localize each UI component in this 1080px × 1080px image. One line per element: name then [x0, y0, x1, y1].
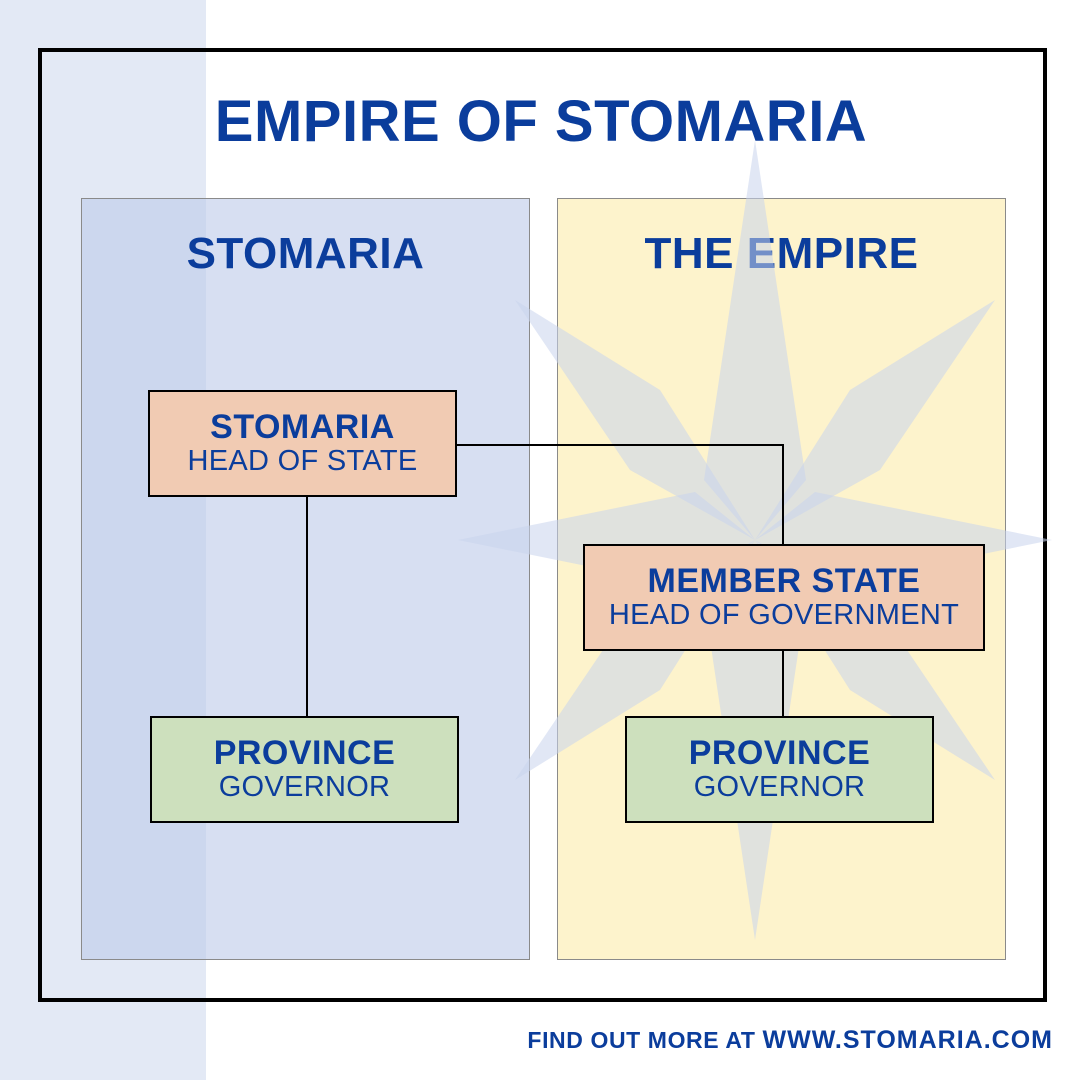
box-right-province-name: PROVINCE: [688, 733, 871, 772]
box-left-province-role: GOVERNOR: [218, 770, 391, 803]
box-member-state-name: MEMBER STATE: [647, 561, 921, 600]
panel-heading-the-empire: THE EMPIRE: [644, 229, 919, 278]
box-left-province-name: PROVINCE: [213, 733, 396, 772]
footer-url-link[interactable]: WWW.STOMARIA.COM: [762, 1026, 1053, 1054]
panel-heading-stomaria: STOMARIA: [186, 229, 425, 278]
box-right-province-role: GOVERNOR: [693, 770, 866, 803]
box-stomaria-name: STOMARIA: [210, 407, 395, 446]
box-stomaria-head-of-state: STOMARIA HEAD OF STATE: [148, 390, 457, 497]
box-member-state-role: HEAD OF GOVERNMENT: [608, 598, 960, 631]
box-member-state-head-of-government: MEMBER STATE HEAD OF GOVERNMENT: [583, 544, 985, 651]
footer-prefix: FIND OUT MORE AT: [527, 1027, 756, 1053]
footer-promo: FIND OUT MORE AT WWW.STOMARIA.COM: [527, 1026, 1053, 1055]
page-title: EMPIRE OF STOMARIA: [214, 89, 868, 154]
box-right-province-governor: PROVINCE GOVERNOR: [625, 716, 934, 823]
box-left-province-governor: PROVINCE GOVERNOR: [150, 716, 459, 823]
box-stomaria-role: HEAD OF STATE: [187, 444, 418, 477]
panel-stomaria: STOMARIA: [81, 198, 530, 960]
